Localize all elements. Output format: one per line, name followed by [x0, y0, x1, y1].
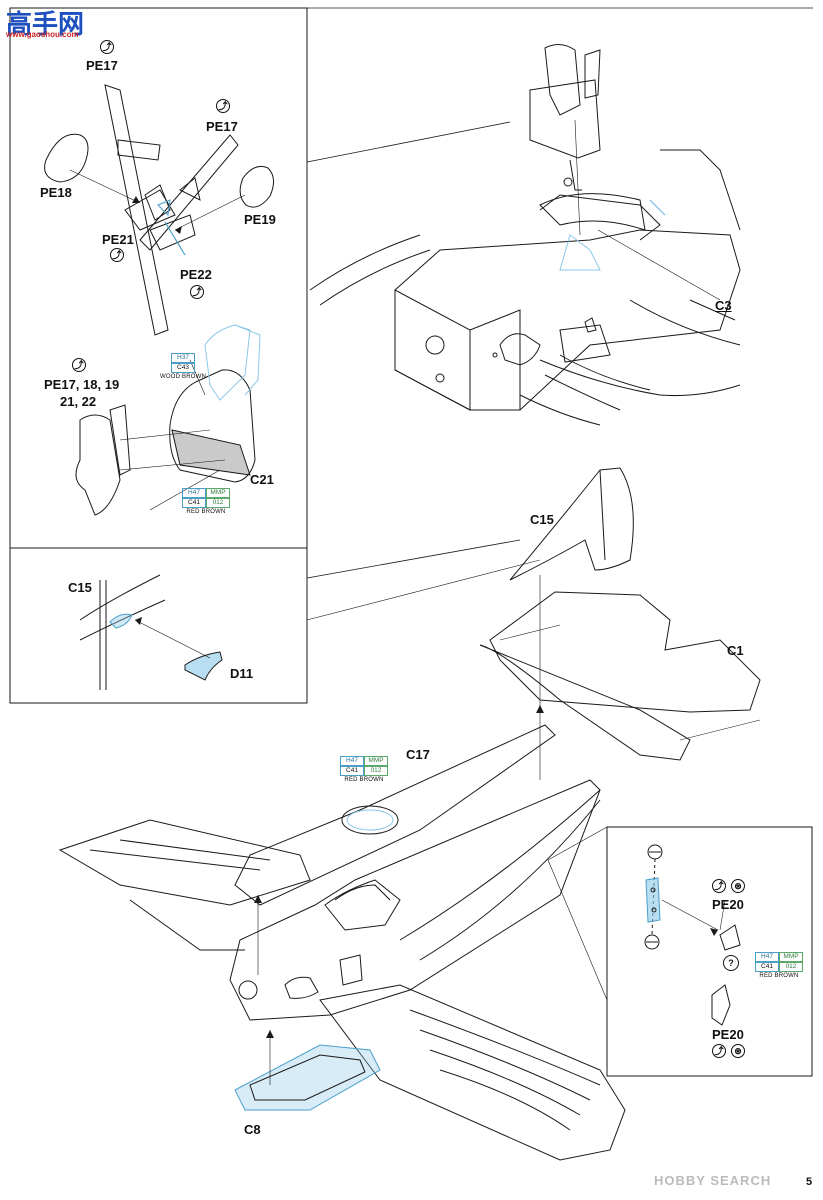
label-pe17-b: PE17	[206, 119, 238, 134]
paint-code-c: C41	[182, 498, 206, 508]
paint-code-h: H47	[755, 952, 779, 962]
label-c1: C1	[727, 643, 744, 658]
paint-code-c: C43	[171, 363, 195, 373]
label-pe18: PE18	[40, 185, 72, 200]
fuselage-assembly	[58, 705, 626, 1161]
paint-code-mmp: MMP	[206, 488, 230, 498]
paint-code-h: H47	[182, 488, 206, 498]
watermark-logo-top: 高手网	[6, 9, 85, 39]
paint-code-h: H47	[340, 756, 364, 766]
bend-icon: ⤴	[712, 879, 726, 893]
paint-name: RED BROWN	[344, 777, 384, 783]
watermark-url-top: www.gaoshou.com	[6, 30, 79, 39]
seat-c21	[75, 324, 261, 516]
paint-code-num: 012	[364, 766, 388, 776]
label-c15-b: C15	[68, 580, 92, 595]
bend-icon: ⤴	[190, 285, 204, 299]
watermark-brand-bottom: HOBBY SEARCH	[654, 1173, 772, 1188]
seat-belt-assembly	[44, 84, 274, 336]
paint-callout-wood-brown: H37 C43 WOOD BROWN	[160, 353, 206, 381]
frame-rudder-detail	[9, 547, 308, 704]
label-d11: D11	[230, 666, 254, 681]
paint-name: RED BROWN	[759, 973, 799, 979]
paint-code-num: 012	[779, 962, 803, 972]
pe20-detail	[644, 844, 741, 1026]
paint-name: WOOD BROWN	[160, 374, 206, 380]
rudder-detail	[79, 574, 223, 690]
paint-code-h: H37	[171, 353, 195, 363]
label-pe-group-2: 21, 22	[60, 394, 97, 409]
cockpit-view	[309, 44, 741, 426]
paint-code-c: C41	[755, 962, 779, 972]
frame-seat-belts	[9, 7, 308, 549]
label-pe17-a: PE17	[86, 58, 118, 73]
bend-icon: ⤴	[72, 358, 86, 372]
paint-code-mmp: MMP	[779, 952, 803, 962]
label-pe19: PE19	[244, 212, 276, 227]
tail-assembly	[479, 467, 761, 761]
label-pe22: PE22	[180, 267, 212, 282]
bend-icon: ⤴	[712, 1044, 726, 1058]
page-number: 5	[806, 1176, 812, 1188]
label-pe-group-1: PE17, 18, 19	[44, 377, 120, 392]
label-c17: C17	[406, 747, 430, 762]
bend-icon: ⤴	[216, 99, 230, 113]
option-icon: ⊛	[731, 1044, 745, 1058]
bend-icon: ⤴	[100, 40, 114, 54]
label-c8: C8	[244, 1122, 261, 1137]
paint-code-num: 012	[206, 498, 230, 508]
label-c21: C21	[250, 472, 274, 487]
label-pe20-a: PE20	[712, 897, 744, 912]
question-icon: ?	[723, 955, 739, 971]
frame-pe20-detail	[606, 826, 813, 1077]
label-c15-a: C15	[530, 512, 554, 527]
option-icon: ⊛	[731, 879, 745, 893]
paint-name: RED BROWN	[186, 509, 226, 515]
label-pe20-b: PE20	[712, 1027, 744, 1042]
paint-code-c: C41	[340, 766, 364, 776]
label-c3: C3	[715, 298, 732, 313]
paint-code-mmp: MMP	[364, 756, 388, 766]
label-pe21: PE21	[102, 232, 134, 247]
bend-icon: ⤴	[110, 248, 124, 262]
